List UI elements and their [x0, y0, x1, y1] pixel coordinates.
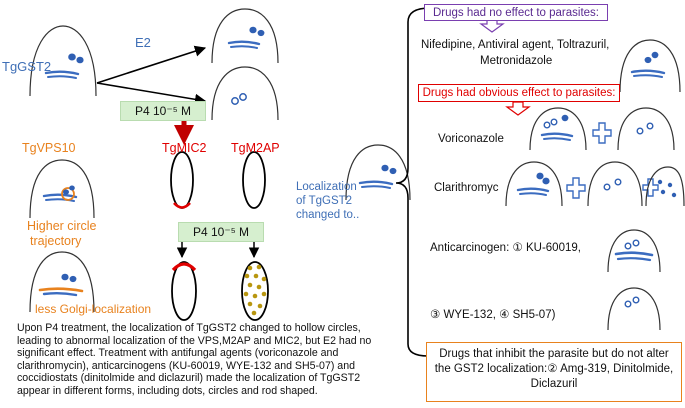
no-effect-drugs-2: Metronidazole — [480, 55, 553, 67]
arrow-to-p4 — [96, 82, 207, 105]
label-tgm2ap: TgM2AP — [231, 141, 280, 155]
m2ap-after-p4 — [241, 261, 269, 321]
no-effect-drugs-1: Nifedipine, Antiviral agent, Toltrazuril… — [421, 39, 610, 51]
parasite-less-golgi — [29, 251, 95, 313]
label-clarithromyc: Clarithromyc — [434, 182, 499, 194]
clarithromyc-parasite-3 — [645, 166, 685, 207]
parasite-center — [345, 144, 411, 201]
obvious-effect-box: Drugs had obvious effect to parasites: — [418, 84, 620, 102]
parasite-p4-hollow — [211, 66, 279, 121]
arrow-to-e2 — [96, 45, 207, 84]
label-tggst2: TgGST2 — [2, 59, 52, 74]
label-e2: E2 — [135, 35, 151, 50]
label-anticarcinogen: Anticarcinogen: ① KU-60019, — [430, 242, 581, 254]
no-effect-box: Drugs had no effect to parasites: — [424, 4, 608, 21]
clarithromyc-parasite-1 — [505, 161, 563, 207]
plus-icon-1 — [592, 122, 612, 144]
clarithromyc-parasite-2 — [587, 161, 643, 207]
label-tgmic2: TgMIC2 — [162, 141, 207, 155]
label-less-golgi: less Golgi-localization — [35, 302, 152, 316]
anticarcinogen-parasite-2 — [607, 287, 661, 331]
red-down-arrow — [505, 101, 531, 116]
inhibit-line-3: Diclazuril — [530, 378, 578, 390]
plus-icon-2 — [566, 177, 586, 199]
label-localization-2: of TgGST2 — [296, 195, 353, 207]
m2ap-ellipse — [242, 151, 266, 209]
voriconazole-parasite-2 — [617, 107, 675, 151]
parasite-tggst2-main — [29, 25, 97, 97]
label-localization-3: changed to.. — [296, 209, 360, 221]
label-tgvps10: TgVPS10 — [22, 141, 76, 155]
p4-box-top: P4 10⁻⁵ M — [120, 101, 206, 121]
label-higher-circle-1: Higher circle — [27, 219, 97, 233]
caption-text: Upon P4 treatment, the localization of T… — [17, 322, 372, 397]
parasite-e2 — [211, 8, 279, 64]
parasite-vps10-circle — [29, 159, 95, 219]
mic2-after-p4 — [171, 261, 197, 321]
right-curly-brace — [395, 7, 431, 357]
label-wye: ③ WYE-132, ④ SH5-07) — [430, 309, 556, 321]
inhibit-box: Drugs that inhibit the parasite but do n… — [426, 342, 682, 402]
label-higher-circle-2: trajectory — [30, 234, 82, 248]
label-voriconazole: Voriconazole — [438, 133, 504, 145]
p4-box-mid: P4 10⁻⁵ M — [178, 222, 264, 242]
parasite-no-effect — [619, 39, 681, 93]
anticarcinogen-parasite-1 — [607, 229, 661, 273]
label-localization-1: Localization — [296, 181, 357, 193]
inhibit-line-2: the GST2 localization:② Amg-319, Dinitol… — [434, 363, 674, 375]
inhibit-line-1: Drugs that inhibit the parasite but do n… — [439, 348, 669, 360]
voriconazole-parasite-1 — [529, 107, 587, 151]
mic2-ellipse — [170, 151, 194, 209]
